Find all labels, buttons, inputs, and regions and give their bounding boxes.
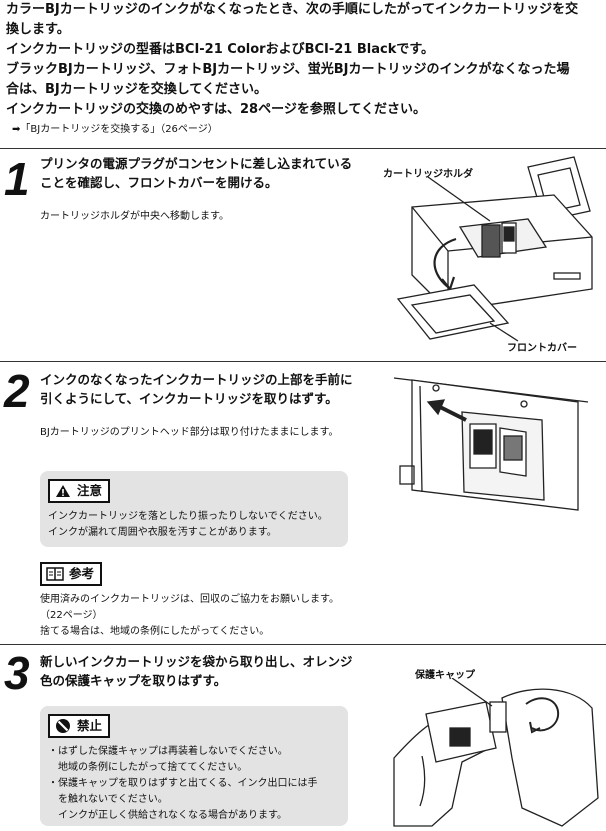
prohibition-icon: [54, 718, 72, 734]
step-1-title: プリンタの電源プラグがコンセントに差し込まれていることを確認し、フロントカバーを…: [40, 156, 353, 190]
caution-text: インクが漏れて周囲や衣服を汚すことがあります。: [48, 527, 277, 538]
step-3-number: 3: [4, 647, 30, 699]
prohibition-text: を触れないでください。: [48, 794, 168, 805]
protective-cap-callout: 保護キャップ: [415, 670, 475, 681]
caution-label: 注意: [77, 483, 103, 498]
intro-line: カラーBJカートリッジのインクがなくなったとき、次の手順にしたがってインクカート…: [6, 2, 579, 17]
step-1-note: カートリッジホルダが中央へ移動します。: [40, 211, 229, 222]
step-3-title: 新しいインクカートリッジを袋から取り出し、オレンジ色の保護キャップを取りはずす。: [40, 654, 353, 688]
prohibition-text: インクが正しく供給されなくなる場合があります。: [48, 810, 287, 821]
cartridge-holder-callout: カートリッジホルダ: [383, 169, 473, 180]
caution-text: インクカートリッジを落としたり振ったりしないでください。: [48, 511, 328, 522]
reference-text: 使用済みのインクカートリッジは、回収のご協力をお願いします。: [40, 594, 339, 605]
book-icon: [46, 566, 64, 582]
cartridge-removal-illustration: [393, 377, 589, 511]
prohibition-text: 地域の条例にしたがって捨ててください。: [48, 762, 248, 773]
warning-triangle-icon: [54, 483, 72, 499]
intro-line: インクカートリッジの交換のめやすは、28ページを参照してください。: [6, 102, 427, 117]
reference-badge: 参考: [40, 562, 103, 586]
step-2-number: 2: [4, 365, 30, 417]
prohibition-text: ・はずした保護キャップは再装着しないでください。: [48, 746, 288, 757]
prohibition-box: 禁止 ・はずした保護キャップは再装着しないでください。 地域の条例にしたがって捨…: [40, 706, 348, 826]
front-cover-callout: フロントカバー: [507, 343, 577, 354]
intro-line: ブラックBJカートリッジ、フォトBJカートリッジ、蛍光BJカートリッジのインクが…: [6, 62, 570, 77]
intro-section: カラーBJカートリッジのインクがなくなったとき、次の手順にしたがってインクカート…: [6, 0, 602, 138]
reference-text: 捨てる場合は、地域の条例にしたがってください。: [40, 626, 270, 637]
prohibition-text: ・保護キャップを取りはずすと出てくる、インク出口には手: [48, 778, 318, 789]
caution-badge: 注意: [48, 479, 111, 503]
reference-box: 参考 使用済みのインクカートリッジは、回収のご協力をお願いします。 （22ページ…: [40, 562, 348, 640]
prohibition-label: 禁止: [77, 718, 103, 733]
prohibition-badge: 禁止: [48, 714, 111, 738]
cap-removal-illustration: [393, 678, 599, 827]
step-2-note: BJカートリッジのプリントヘッド部分は取り付けたままにします。: [40, 427, 339, 438]
intro-line: 合は、BJカートリッジを交換してください。: [6, 82, 267, 97]
step-2-title: インクのなくなったインクカートリッジの上部を手前に引くようにして、インクカートリ…: [40, 372, 353, 406]
section-divider: [0, 644, 606, 645]
step-1-number: 1: [4, 153, 30, 205]
intro-line: 換します。: [6, 22, 70, 37]
section-divider: [0, 148, 606, 149]
cross-reference-link[interactable]: ➡「BJカートリッジを交換する」（26ページ）: [12, 124, 218, 135]
reference-text: （22ページ）: [40, 610, 103, 621]
intro-line: インクカートリッジの型番はBCI-21 ColorおよびBCI-21 Black…: [6, 42, 435, 57]
section-divider: [0, 361, 606, 362]
caution-box: 注意 インクカートリッジを落としたり振ったりしないでください。 インクが漏れて周…: [40, 471, 348, 547]
printer-illustration: [396, 156, 593, 342]
reference-label: 参考: [69, 566, 95, 581]
